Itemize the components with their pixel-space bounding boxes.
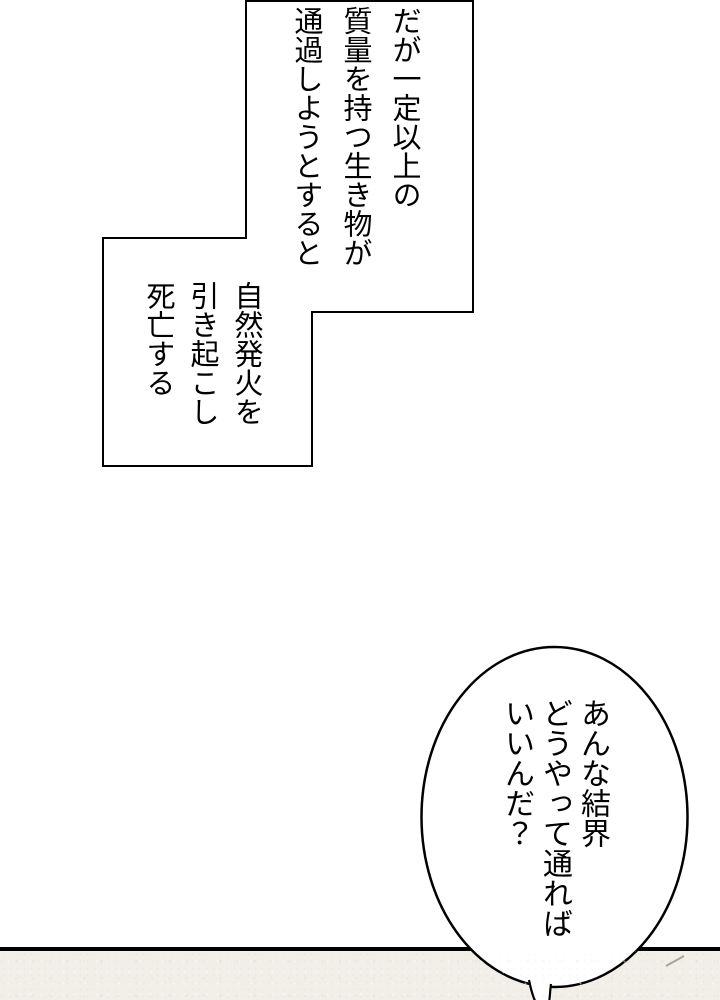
caption-top-text: だが一定以上の 質量を持つ生き物が 通過しようとすると bbox=[282, 6, 429, 267]
bubble-line: あんな結界 bbox=[575, 698, 610, 848]
caption-line: 質量を持つ生き物が bbox=[339, 6, 373, 267]
caption-line: 引き起こし bbox=[186, 281, 220, 426]
panel-divider-line bbox=[0, 947, 720, 951]
caption-mid-text: 自然発火を 引き起こし 死亡する bbox=[137, 281, 269, 426]
bubble-line: いいんだ？ bbox=[499, 698, 534, 848]
bubble-line: どうやって通れば bbox=[537, 698, 572, 938]
caption-line: 死亡する bbox=[142, 281, 176, 397]
caption-box-outline bbox=[102, 0, 474, 467]
caption-line: 自然発火を bbox=[230, 281, 264, 426]
caption-line: 通過しようとすると bbox=[290, 6, 324, 267]
speech-bubble-text: あんな結界 どうやって通れば いいんだ？ bbox=[497, 698, 611, 938]
caption-line: だが一定以上の bbox=[388, 6, 422, 209]
